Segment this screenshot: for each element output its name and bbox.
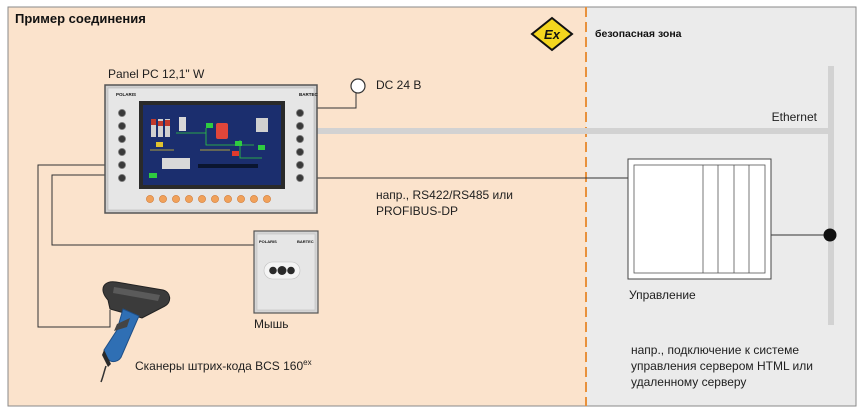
barcode-scanner-icon xyxy=(100,281,171,383)
mouse-label: Мышь xyxy=(254,317,289,331)
control-cabinet-outer xyxy=(627,158,772,280)
scanner-label-text: Сканеры штрих-кода BCS 160 xyxy=(135,359,303,373)
power-label: DC 24 B xyxy=(376,78,421,92)
mouse-device: POLARIS BARTEC xyxy=(253,230,319,314)
control-label: Управление xyxy=(629,288,696,302)
scanner-wire xyxy=(37,164,111,328)
ex-hazard-icon: Ex xyxy=(530,16,574,52)
wires xyxy=(37,93,828,328)
server-note-line2: управления сервером HTML или xyxy=(631,359,813,373)
power-connector-icon xyxy=(350,78,366,94)
hazard-zone-title: Пример соединения xyxy=(15,11,146,26)
mouse-wire xyxy=(51,174,256,246)
panel-pc-function-keys xyxy=(146,195,271,203)
server-note-line1: напр., подключение к системе xyxy=(631,343,799,357)
panel-pc-side-buttons xyxy=(118,109,304,182)
bus-junction-dot xyxy=(823,228,837,242)
screen-graphics xyxy=(149,117,268,178)
scanner-label: Сканеры штрих-кода BCS 160ex xyxy=(135,358,312,373)
panel-pc-brand: POLARIS xyxy=(116,92,136,97)
mouse-model: BARTEC xyxy=(297,239,314,244)
scanner-label-sup: ex xyxy=(303,358,311,367)
ethernet-label: Ethernet xyxy=(772,110,818,124)
control-cabinet xyxy=(627,158,772,280)
control-cabinet-inner xyxy=(633,164,766,274)
ex-badge-text: Ex xyxy=(544,27,561,42)
mouse-button-right-icon xyxy=(287,266,295,275)
mouse-brand: POLARIS xyxy=(259,239,277,244)
power-wire xyxy=(316,93,357,109)
serial-label-line1: напр., RS422/RS485 или xyxy=(376,188,513,202)
panel-pc: POLARIS BARTEC xyxy=(104,84,318,214)
safe-zone-title: безопасная зона xyxy=(595,28,682,40)
serial-label-line2: PROFIBUS-DP xyxy=(376,204,458,218)
panel-pc-label: Panel PC 12,1" W xyxy=(108,67,205,81)
diagram-frame xyxy=(7,6,857,407)
panel-pc-model: BARTEC xyxy=(299,92,318,97)
control-module-dividers xyxy=(702,165,750,273)
server-note-line3: удаленному серверу xyxy=(631,375,746,389)
mouse-ball-icon xyxy=(277,266,287,275)
mouse-button-left-icon xyxy=(269,266,277,275)
